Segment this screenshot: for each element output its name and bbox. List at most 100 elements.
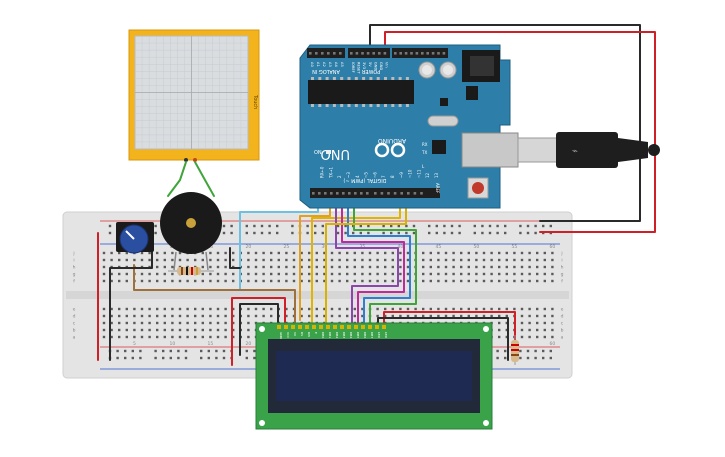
rail-hole (504, 231, 507, 235)
breadboard-hole (262, 279, 265, 283)
header-pin (366, 192, 369, 195)
lcd-pin (340, 325, 344, 329)
rail-hole (534, 231, 537, 235)
analog-label: ANALOG IN (312, 68, 340, 74)
breadboard-hole (163, 258, 166, 262)
breadboard-hole (110, 335, 113, 339)
column-label: 20 (246, 244, 252, 250)
breadboard-hole (156, 265, 159, 269)
potentiometer-icon[interactable] (116, 222, 154, 254)
rail-hole (169, 349, 172, 353)
rail-hole (124, 349, 127, 353)
rail-hole (496, 224, 499, 228)
breadboard-hole (163, 328, 166, 332)
rail-hole (321, 231, 324, 235)
lcd-pin-label: V0 (293, 332, 297, 336)
column-label: 55 (512, 244, 518, 250)
breadboard-hole (353, 279, 356, 283)
rail-hole (306, 231, 309, 235)
breadboard-hole (452, 307, 455, 311)
breadboard-hole (346, 258, 349, 262)
breadboard-hole (102, 251, 106, 255)
rail-hole (443, 231, 446, 235)
breadboard-hole (376, 251, 379, 255)
breadboard-hole (118, 272, 121, 276)
breadboard-hole (444, 307, 448, 311)
breadboard-hole (376, 314, 379, 318)
chip-pin (311, 104, 314, 107)
lcd-pin (312, 325, 316, 329)
power-pin-label: 5V (368, 62, 372, 67)
rail-hole (215, 349, 218, 353)
breadboard-hole (452, 279, 455, 283)
breadboard-hole (209, 307, 212, 311)
chip-pin (369, 77, 373, 80)
breadboard-hole (460, 265, 463, 269)
breadboard-hole (277, 258, 280, 262)
breadboard-hole (429, 265, 432, 269)
breadboard-hole (338, 258, 341, 262)
rail-hole (253, 356, 256, 360)
breadboard-hole (543, 272, 546, 276)
breadboard-hole (308, 258, 311, 262)
breadboard-hole (475, 265, 478, 269)
breadboard-hole (528, 265, 531, 269)
header-pin (342, 192, 345, 195)
rail-hole (260, 224, 264, 228)
breadboard-hole (194, 328, 197, 332)
chip-pin (347, 104, 351, 107)
breadboard-hole (376, 258, 379, 262)
breadboard-hole (376, 279, 379, 283)
breadboard-hole (186, 335, 189, 339)
breadboard-hole (140, 328, 144, 332)
breadboard-hole (467, 307, 470, 311)
power-pin-label: GND (373, 62, 377, 70)
breadboard-hole (194, 307, 197, 311)
breadboard-hole (330, 307, 334, 311)
breadboard-hole (437, 272, 440, 276)
header-pin (355, 52, 359, 55)
breadboard-channel (66, 291, 569, 299)
digital-pin-label: 7 (381, 175, 386, 178)
header-pin (361, 52, 364, 55)
breadboard-hole (178, 307, 182, 311)
breadboard-hole (429, 314, 432, 318)
breadboard-hole (300, 272, 303, 276)
breadboard-hole (163, 314, 166, 318)
breadboard-hole (551, 328, 554, 332)
rail-hole (405, 224, 408, 228)
digital-pin-label: ~6 (372, 172, 377, 178)
wire-magenta-1 (341, 194, 405, 331)
breadboard-hole (406, 251, 410, 255)
breadboard-hole (528, 279, 531, 283)
header-pin (321, 52, 324, 55)
header-pin (309, 52, 312, 55)
breadboard-hole (102, 272, 106, 276)
breadboard-hole (384, 307, 387, 311)
power-pin-label: RESET (357, 62, 361, 74)
rail-hole (268, 231, 271, 235)
column-label: 45 (436, 244, 442, 250)
digital-pin-label: ~5 (364, 172, 369, 178)
chip-pin (354, 77, 358, 80)
breadboard-hole (429, 307, 432, 311)
breadboard-hole (361, 314, 364, 318)
header-pin (380, 192, 384, 195)
lcd-pin (291, 325, 295, 329)
breadboard-hole (224, 272, 227, 276)
breadboard-hole (361, 272, 364, 276)
rail-hole (496, 356, 499, 360)
breadboard-hole (156, 272, 159, 276)
rail-hole (260, 231, 264, 235)
breadboard-hole (300, 258, 303, 262)
rail-hole (534, 349, 537, 353)
rail-hole (428, 231, 431, 235)
reset-button-icon[interactable] (472, 182, 484, 194)
chip-pin (376, 104, 380, 107)
breadboard-hole (482, 272, 486, 276)
breadboard-hole (399, 279, 402, 283)
breadboard-hole (490, 265, 493, 269)
chip-pin (318, 104, 322, 107)
breadboard-hole (110, 307, 113, 311)
breadboard-hole (444, 258, 448, 262)
